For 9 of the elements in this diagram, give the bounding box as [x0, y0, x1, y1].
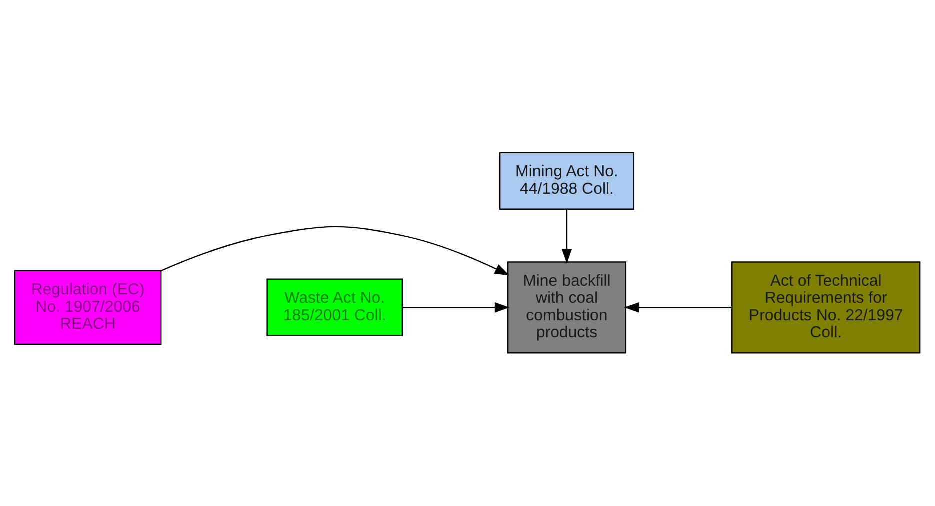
node-box: Mine backfill with coal combustion products: [507, 262, 627, 354]
node-box: Mining Act No. 44/1988 Coll.: [499, 152, 635, 210]
node-box: Act of Technical Requirements for Products No. 22/1997 Coll.: [732, 262, 921, 354]
node-box: Regulation (EC) No. 1907/2006 REACH: [14, 270, 162, 346]
node-box: Waste Act No. 185/2001 Coll.: [266, 278, 404, 336]
arrow: [562, 210, 572, 264]
arrow: [160, 226, 510, 276]
arrow: [624, 302, 732, 313]
arrow: [402, 302, 510, 313]
